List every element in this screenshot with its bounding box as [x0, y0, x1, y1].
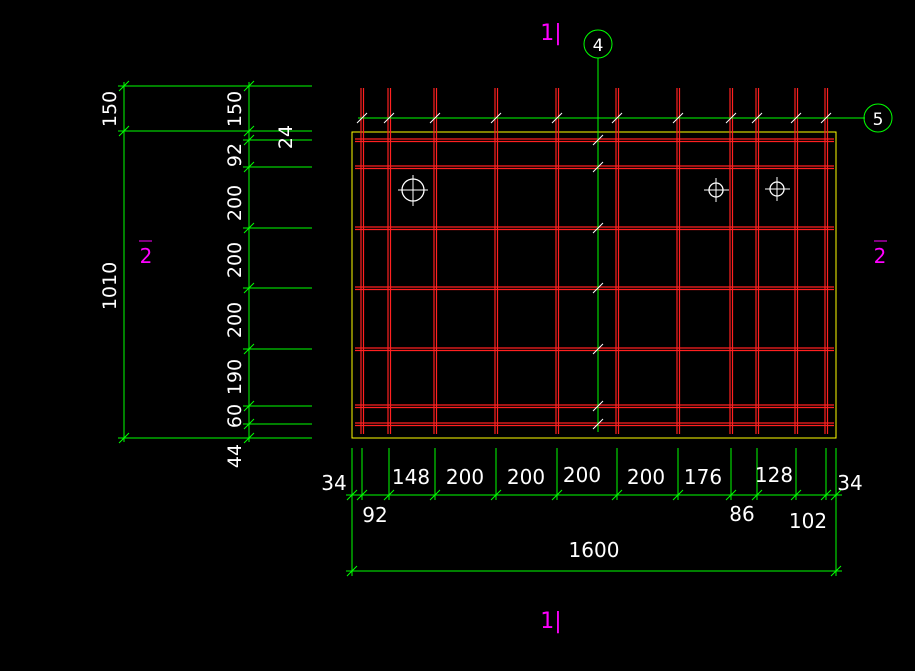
dim-left-inner-60: 60 — [224, 404, 246, 428]
dim-bottom-200c: 200 — [563, 463, 601, 487]
dim-bottom-200b: 200 — [507, 465, 545, 489]
svg-text:2: 2 — [140, 244, 153, 268]
left-dimension-chain — [118, 80, 312, 444]
bottom-dimension-chain — [346, 448, 842, 577]
section-mark-bottom: 1| — [540, 609, 561, 634]
rebar-tick — [551, 112, 563, 124]
dim-bottom-34-right: 34 — [837, 471, 862, 495]
dim-bottom-total-1600: 1600 — [569, 538, 620, 562]
rebar-tick — [592, 222, 604, 234]
dim-bottom-34-left: 34 — [321, 471, 346, 495]
rebar-tick — [790, 112, 802, 124]
rebar-tick — [611, 112, 623, 124]
axis-bubble-5 — [863, 103, 893, 133]
dim-bottom-176: 176 — [684, 465, 722, 489]
dim-left-inner-190: 190 — [224, 359, 246, 395]
rebar-tick — [429, 112, 441, 124]
rebar-tick — [592, 282, 604, 294]
rebar-tick — [592, 343, 604, 355]
dim-bottom-86: 86 — [729, 502, 754, 526]
dim-bottom-102: 102 — [789, 509, 827, 533]
dim-left-extra-24: 24 — [275, 125, 297, 149]
dim-bottom-200d: 200 — [627, 465, 665, 489]
rebar-tick — [592, 418, 604, 430]
section-mark-left: 2 — [139, 240, 153, 268]
rebar-tick — [592, 161, 604, 173]
rebar-grid — [355, 88, 834, 434]
section-mark-right: 2 — [874, 240, 887, 268]
dim-left-inner-92: 92 — [224, 143, 246, 167]
dim-left-inner-44: 44 — [224, 444, 246, 468]
dim-bottom-200a: 200 — [446, 465, 484, 489]
rebar-ticks — [356, 112, 832, 430]
svg-text:2: 2 — [874, 244, 887, 268]
rebar-tick — [592, 134, 604, 146]
axis-label-5: 5 — [873, 110, 884, 130]
rebar-tick — [356, 112, 368, 124]
anchor-hole-icon — [398, 175, 428, 206]
dim-left-outer-1010: 1010 — [99, 262, 121, 310]
axis-bubble-4 — [583, 29, 613, 59]
dim-left-inner-200b: 200 — [224, 242, 246, 278]
dim-bottom-92: 92 — [362, 503, 387, 527]
axis-lines: 4 5 — [358, 29, 893, 432]
dim-bottom-128: 128 — [755, 463, 793, 487]
dim-left-inner-150: 150 — [224, 91, 246, 127]
anchor-hole-icon — [765, 177, 790, 201]
anchor-hole-icon — [704, 178, 729, 202]
axis-label-4: 4 — [593, 36, 604, 56]
slab-outline — [351, 131, 837, 439]
dim-left-inner-200c: 200 — [224, 302, 246, 338]
dim-left-outer-150: 150 — [99, 91, 121, 127]
section-mark-top: 1| — [540, 21, 561, 46]
rebar-tick — [820, 112, 832, 124]
rebar-tick — [751, 112, 763, 124]
dim-left-inner-200a: 200 — [224, 185, 246, 221]
rebar-tick — [383, 112, 395, 124]
rebar-tick — [672, 112, 684, 124]
rebar-tick — [725, 112, 737, 124]
rebar-tick — [592, 400, 604, 412]
dim-bottom-148: 148 — [392, 465, 430, 489]
rebar-tick — [490, 112, 502, 124]
